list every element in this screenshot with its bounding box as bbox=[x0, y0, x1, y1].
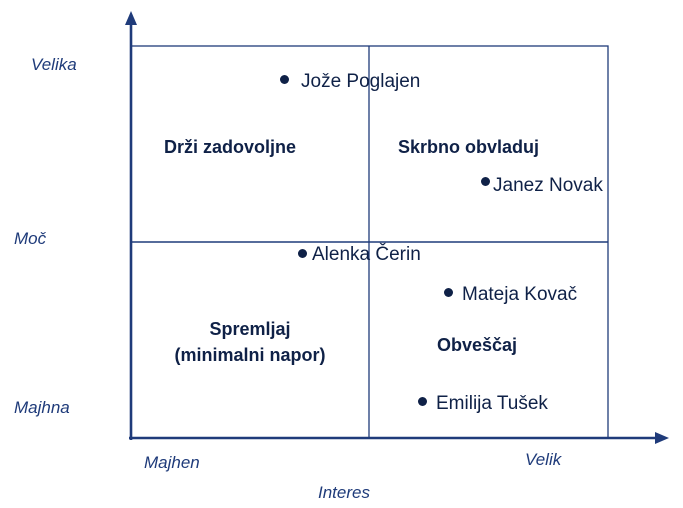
y-axis-arrow-icon bbox=[125, 11, 137, 25]
stakeholder-marker bbox=[280, 75, 289, 84]
x-axis-arrow-icon bbox=[655, 432, 669, 444]
y-axis-title: Moč bbox=[14, 229, 47, 248]
x-axis-title: Interes bbox=[318, 483, 370, 502]
quadrant-bottom-left-label: Spremljaj (minimalni napor) bbox=[150, 316, 350, 368]
quadrant-top-right-label: Skrbno obvladuj bbox=[398, 137, 540, 157]
stakeholder-marker bbox=[444, 288, 453, 297]
stakeholder-marker bbox=[481, 177, 490, 186]
stakeholder-name: Mateja Kovač bbox=[462, 284, 578, 305]
stakeholder-name: Emilija Tušek bbox=[436, 393, 548, 414]
quadrant-bottom-right-label: Obveščaj bbox=[437, 335, 518, 355]
stakeholder-marker bbox=[298, 249, 307, 258]
quadrant-bottom-left-line1: Spremljaj bbox=[209, 319, 291, 339]
stakeholder-marker bbox=[418, 397, 427, 406]
y-axis-high-label: Velika bbox=[31, 55, 77, 74]
y-axis-low-label: Majhna bbox=[14, 398, 70, 417]
stakeholder-name: Janez Novak bbox=[493, 175, 603, 196]
x-axis-high-label: Velik bbox=[525, 450, 562, 469]
stakeholder-name: Jože Poglajen bbox=[301, 71, 421, 92]
quadrant-top-left-label: Drži zadovoljne bbox=[164, 137, 297, 157]
x-axis-low-label: Majhen bbox=[144, 453, 200, 472]
quadrant-bottom-left-line2: (minimalni napor) bbox=[174, 345, 326, 365]
stakeholder-name: Alenka Čerin bbox=[312, 244, 421, 265]
